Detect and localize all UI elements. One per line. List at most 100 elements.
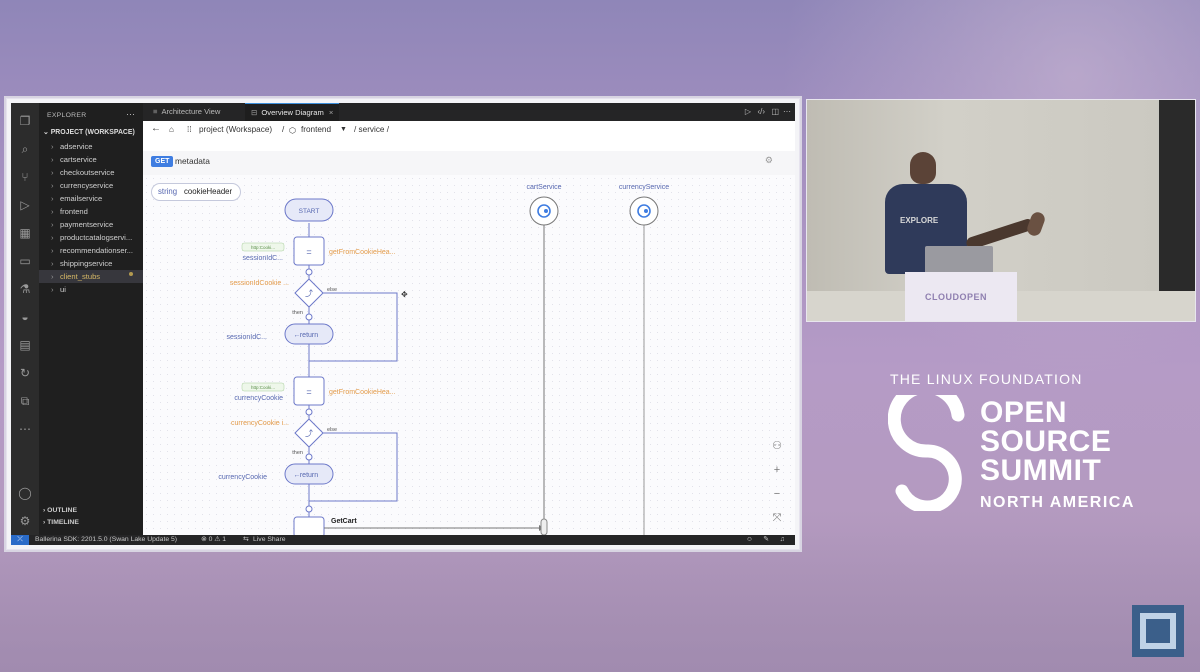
chevron-right-icon: ›: [51, 142, 54, 151]
breadcrumb-path[interactable]: / service /: [354, 125, 390, 134]
account-icon[interactable]: ◯: [18, 486, 32, 500]
tree-item[interactable]: ›frontend: [39, 205, 143, 218]
breadcrumb: ← ⌂ ⁞⁞ project (Workspace) / ⬡ frontend …: [143, 121, 795, 139]
fullscreen-icon[interactable]: ⤧: [772, 512, 782, 524]
sdk-version[interactable]: Ballerina SDK: 2201.5.0 (Swan Lake Updat…: [35, 536, 178, 543]
extensions-icon[interactable]: ▦: [19, 226, 31, 240]
if-node[interactable]: [294, 418, 324, 448]
tree-item[interactable]: ›recommendationser...: [39, 244, 143, 257]
return-label: return: [300, 332, 318, 339]
back-arrow-icon[interactable]: ←: [151, 123, 161, 134]
run-debug-icon[interactable]: ▷: [20, 198, 30, 212]
api-icon[interactable]: ▤: [19, 338, 31, 352]
timeline-section[interactable]: › TIMELINE: [43, 519, 79, 526]
outline-section[interactable]: › OUTLINE: [43, 507, 77, 514]
add-node-handle[interactable]: [305, 408, 313, 416]
assign-symbol: =: [306, 247, 311, 257]
tab-label: Architecture View: [161, 107, 221, 116]
tree-item-selected[interactable]: ›client_stubs: [39, 270, 143, 283]
more-actions-icon[interactable]: ⋯: [126, 109, 135, 119]
project-root[interactable]: ⌄ PROJECT (WORKSPACE): [43, 129, 135, 136]
copilot-icon[interactable]: ☺: [746, 536, 753, 543]
split-editor-icon[interactable]: ◫: [771, 107, 779, 116]
assign-symbol: =: [306, 387, 311, 397]
bell-icon[interactable]: ♫: [779, 536, 785, 543]
run-icon[interactable]: ▷: [744, 107, 751, 116]
problems-count[interactable]: ⊗ 0 ⚠ 1: [201, 536, 227, 543]
add-node-handle[interactable]: [305, 313, 313, 321]
tab-overview-diagram[interactable]: ⊟Overview Diagram×: [245, 103, 340, 122]
choreo-icon[interactable]: ⧉: [20, 394, 30, 408]
dropdown-icon[interactable]: ▼: [340, 126, 347, 133]
oss-logo-icon: [888, 395, 965, 511]
zoom-in-icon[interactable]: +: [773, 464, 781, 476]
tree-item[interactable]: ›paymentservice: [39, 218, 143, 231]
close-icon[interactable]: ×: [328, 108, 334, 117]
tree-item[interactable]: › adservice: [39, 140, 143, 153]
camera-door: [1159, 100, 1195, 321]
resource-name: metadata: [175, 156, 210, 166]
parameter-chip[interactable]: string cookieHeader: [151, 183, 241, 201]
more-icon[interactable]: ⋯: [783, 107, 791, 116]
breadcrumb-root[interactable]: project (Workspace): [199, 125, 273, 134]
tree-item[interactable]: ›productcatalogservi...: [39, 231, 143, 244]
tree-item[interactable]: ›emailservice: [39, 192, 143, 205]
cloud-service-icon: [637, 204, 651, 218]
if-node[interactable]: [294, 278, 324, 308]
breadcrumb-module[interactable]: frontend: [301, 125, 332, 134]
settings-icon[interactable]: ⚙: [764, 155, 773, 165]
resource-header: GET metadata ⚙: [143, 151, 795, 176]
laptop: [925, 246, 993, 274]
add-node-handle[interactable]: [305, 268, 313, 276]
diagram-canvas[interactable]: string cookieHeader START = h: [143, 175, 795, 535]
assign-expression: getFromCookieHea...: [329, 249, 396, 256]
files-icon[interactable]: ❐: [19, 114, 31, 128]
zoom-out-icon[interactable]: −: [773, 488, 781, 500]
explorer-title: EXPLORER: [47, 112, 87, 119]
tree-item[interactable]: ›checkoutservice: [39, 166, 143, 179]
code-icon[interactable]: ‹/›: [757, 107, 765, 116]
branch-icon: ⤴: [305, 428, 313, 438]
add-node-handle[interactable]: [305, 505, 313, 513]
return-node[interactable]: [284, 463, 334, 485]
assign-node[interactable]: [293, 376, 325, 406]
tree-item[interactable]: ›currencyservice: [39, 179, 143, 192]
assign-node[interactable]: [293, 236, 325, 266]
outline-label: OUTLINE: [47, 507, 77, 514]
source-control-icon[interactable]: ⑂: [21, 170, 29, 184]
home-icon[interactable]: ⌂: [169, 125, 174, 134]
speaker-camera-feed: EXPLORE CLOUDOPEN: [806, 99, 1196, 322]
tab-architecture-view[interactable]: ≡Architecture View: [147, 103, 226, 121]
testing-icon[interactable]: ⚗: [19, 282, 31, 296]
cursor-icon: ✥: [401, 290, 408, 299]
remote-icon[interactable]: ⤫: [11, 535, 29, 545]
tree-item-label: ui: [60, 285, 66, 294]
start-label: START: [299, 208, 320, 215]
fit-to-screen-icon[interactable]: ⚇: [772, 440, 782, 452]
more-icon[interactable]: ⋯: [19, 422, 31, 436]
explorer-panel: EXPLORER ⋯ ⌄ PROJECT (WORKSPACE) › adserv…: [39, 103, 143, 535]
add-node-handle[interactable]: [305, 453, 313, 461]
live-share[interactable]: Live Share: [253, 536, 286, 543]
then-label: then: [292, 450, 303, 456]
tree-item[interactable]: ›ui: [39, 283, 143, 296]
tree-item[interactable]: ›cartservice: [39, 153, 143, 166]
search-icon[interactable]: ⌕: [21, 142, 29, 156]
remote-explorer-icon[interactable]: ▭: [19, 254, 31, 268]
cloud-service-icon: [537, 204, 551, 218]
feedback-icon[interactable]: ✎: [763, 536, 769, 543]
docker-icon[interactable]: ◒: [21, 310, 29, 324]
start-node[interactable]: [284, 198, 334, 222]
else-label: else: [327, 287, 337, 293]
chevron-right-icon: ›: [51, 181, 54, 190]
deploy-icon[interactable]: ↻: [19, 366, 31, 380]
return-node[interactable]: [284, 323, 334, 345]
tree-item-label: paymentservice: [60, 220, 114, 229]
tree-item[interactable]: ›shippingservice: [39, 257, 143, 270]
chevron-right-icon: ›: [51, 168, 54, 177]
param-type: string: [158, 187, 178, 196]
tree-item-label: adservice: [60, 142, 93, 151]
action-node[interactable]: [293, 516, 325, 535]
arrow-left-icon: ←: [294, 472, 301, 479]
settings-gear-icon[interactable]: ⚙: [19, 514, 31, 528]
